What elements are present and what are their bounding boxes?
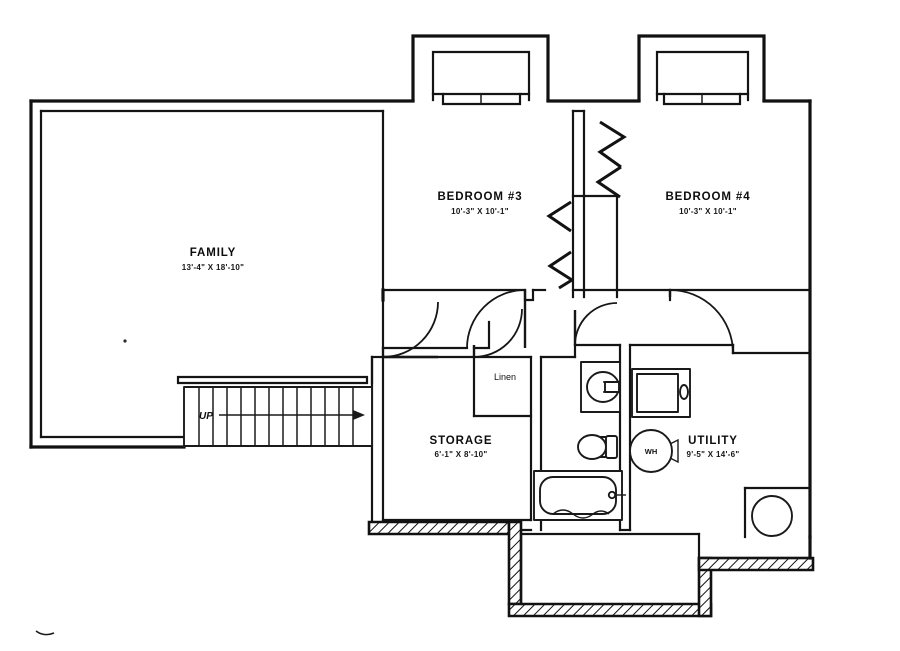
room-dim-bedroom3: 10'-3" X 10'-1" [451,207,509,216]
stair-direction-arrow [353,410,365,420]
room-dim-family: 13'-4" X 18'-10" [182,263,244,272]
foundation-walls-hatched [367,520,815,618]
bathroom-vanity-sink [580,361,621,413]
room-label-storage: STORAGE [430,435,493,447]
door-bath [573,302,618,346]
hallway-walls [381,343,735,359]
bifold-closet-door-bedroom3 [595,120,627,199]
scan-artifact-mark [35,630,55,636]
room-label-family: FAMILY [190,247,237,259]
stairs-up: UP [176,375,373,447]
stair-up-label: UP [199,411,213,422]
room-dim-utility: 9'-5" X 14'-6" [687,450,740,459]
scan-artifact [123,339,127,343]
bathtub [533,470,626,521]
closet-label-linen: Linen [494,372,516,382]
shower-stall [631,368,691,418]
room-dim-bedroom4: 10'-3" X 10'-1" [679,207,737,216]
room-label-bedroom3: BEDROOM #3 [437,191,522,203]
room-label-utility: UTILITY [688,435,738,447]
door-linen [472,308,523,358]
room-label-bedroom4: BEDROOM #4 [665,191,750,203]
bedroom-partition-walls [381,109,812,302]
family-room-walls [39,109,385,439]
room-dim-storage: 6'-1" X 8'-10" [435,450,488,459]
bifold-closet-door-bedroom4 [546,200,573,290]
door-bedroom3 [381,288,547,350]
door-storage [382,301,439,359]
water-heater-label: WH [645,447,658,456]
exterior-walls [29,99,812,539]
water-heater [629,429,679,473]
toilet [577,434,618,460]
window-well-right [637,34,766,106]
furnace-unit [743,486,812,539]
window-well-left [411,34,550,106]
room-labels: FAMILY 13'-4" X 18'-10" BEDROOM #3 10'-3… [182,191,750,459]
